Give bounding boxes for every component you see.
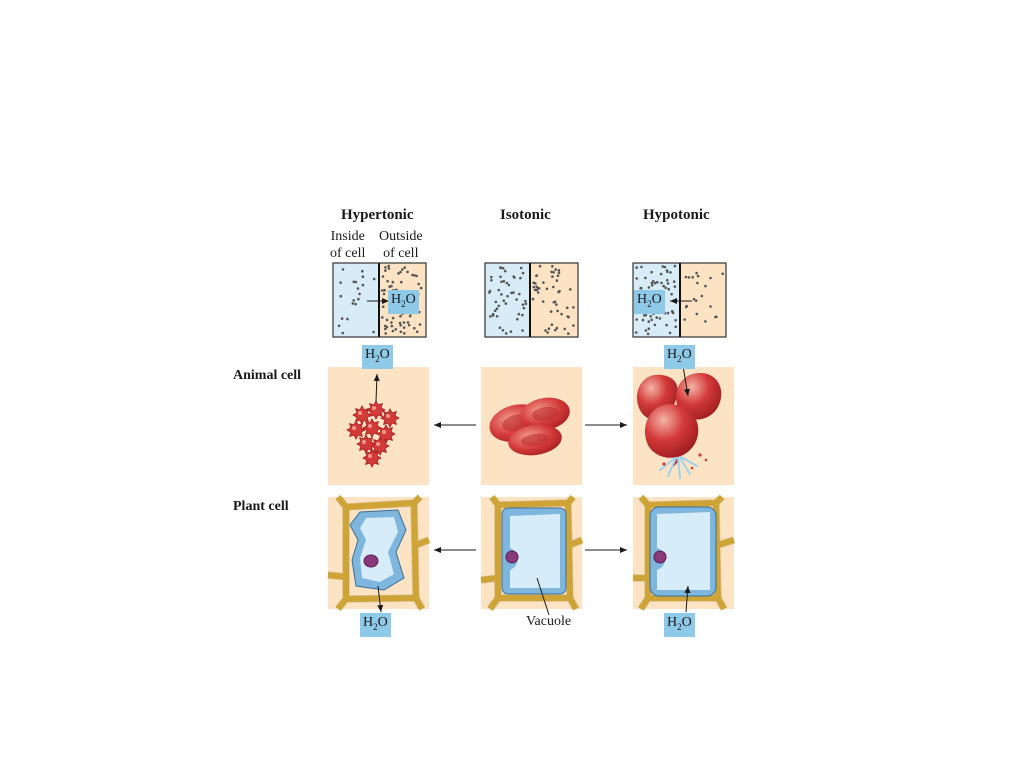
animal-hypertonic-panel	[328, 367, 429, 485]
water-label-hyper-box: H2O	[388, 290, 419, 314]
inside-line2: of cell	[330, 246, 366, 261]
outside-line1: Outside	[379, 229, 423, 244]
header-hypertonic: Hypertonic	[341, 207, 414, 223]
inside-line1: Inside	[330, 229, 365, 244]
row-label-animal: Animal cell	[233, 368, 302, 383]
arrow-down-icon	[682, 365, 690, 397]
lysed-red-blood-cells	[636, 372, 722, 479]
inside-of-cell-label: Inside of cell	[330, 228, 365, 262]
normal-red-blood-cells	[489, 397, 570, 456]
vacuole-pointer	[536, 577, 550, 616]
shriveled-red-blood-cells	[346, 400, 400, 468]
water-label-plant-hyper: H2O	[360, 613, 391, 637]
water-label-animal-hyper: H2O	[362, 345, 393, 369]
water-label-plant-hypo: H2O	[664, 613, 695, 637]
row-label-plant: Plant cell	[233, 499, 289, 514]
arrow-up-icon	[373, 373, 380, 403]
arrow-up-icon	[684, 585, 691, 613]
outside-line2: of cell	[383, 246, 419, 261]
header-isotonic: Isotonic	[500, 207, 551, 223]
vacuole-label: Vacuole	[526, 614, 572, 629]
outside-of-cell-label: Outside of cell	[379, 228, 423, 262]
isotonic-solution-box	[484, 262, 579, 338]
water-label-hypo-box: H2O	[634, 290, 665, 314]
header-hypotonic: Hypotonic	[643, 207, 710, 223]
normal-plant-cell	[480, 494, 584, 612]
turgid-plant-cell	[633, 494, 736, 612]
arrow-down-icon	[377, 585, 384, 613]
plasmolyzed-plant-cell	[327, 494, 431, 612]
water-label-animal-hypo: H2O	[664, 345, 695, 369]
